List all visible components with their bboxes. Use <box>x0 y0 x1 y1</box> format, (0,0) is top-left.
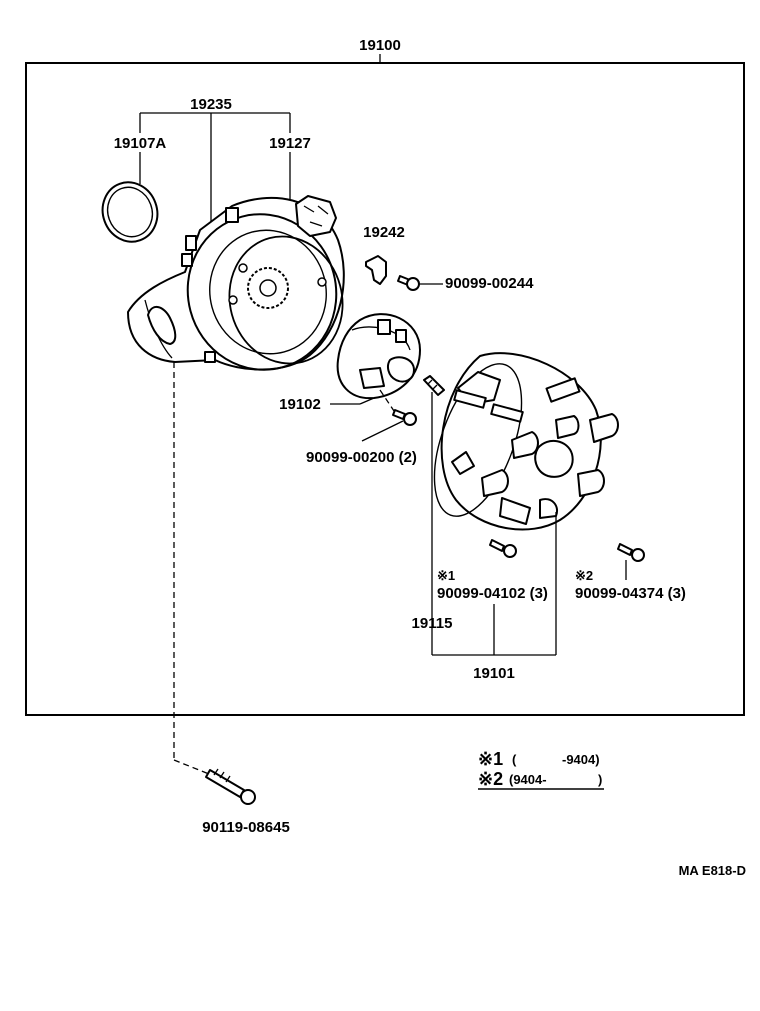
rotor-part <box>330 313 421 405</box>
bracket-part <box>365 255 387 285</box>
label-bracket-screw: 90099-00244 <box>445 275 534 292</box>
label-rotor-screw: 90099-00200 (2) <box>306 449 417 466</box>
distributor-housing-part <box>127 195 345 371</box>
legend-close-2: ) <box>598 772 602 787</box>
cap-screw-2-part <box>617 543 645 580</box>
legend-mark-1: ※1 <box>478 749 503 769</box>
label-cap-screw-1: 90099-04102 (3) <box>437 585 548 602</box>
terminal-part <box>423 375 445 655</box>
label-rotor: 19102 <box>279 396 321 413</box>
legend-range-1: -9404) <box>562 752 600 767</box>
label-cap-screw-2: 90099-04374 (3) <box>575 585 686 602</box>
label-o-ring: 19107A <box>114 135 167 152</box>
label-gasket: 19127 <box>269 135 311 152</box>
distributor-cap-part <box>433 352 619 655</box>
legend-mark-2: ※2 <box>478 769 503 789</box>
cap-screw-1-part <box>489 539 517 655</box>
mount-bolt-part <box>205 768 256 805</box>
label-assembly: 19100 <box>359 37 401 54</box>
legend-range-2: (9404- <box>509 772 547 787</box>
o-ring-part <box>101 181 159 243</box>
legend-open-1: ( <box>512 752 517 767</box>
mark-cap-screw-2: ※2 <box>575 568 593 583</box>
legend: ※1 ( -9404) ※2 (9404- ) <box>478 749 604 790</box>
diagram-code: MA E818-D <box>679 863 746 878</box>
label-cap: 19101 <box>473 665 515 682</box>
label-bracket: 19242 <box>363 224 405 241</box>
bracket-screw-part <box>397 275 443 291</box>
assembly-frame <box>25 62 745 716</box>
mark-cap-screw-1: ※1 <box>437 568 455 583</box>
label-mount-bolt: 90119-08645 <box>202 819 290 836</box>
rotor-screw-part <box>361 389 417 442</box>
label-housing-group: 19235 <box>190 96 232 113</box>
label-terminal: 19115 <box>412 615 453 632</box>
